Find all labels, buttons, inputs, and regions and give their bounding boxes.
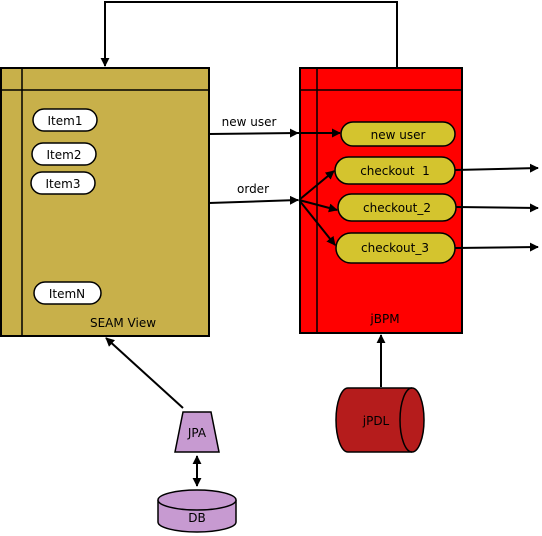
order-to-checkout-3 — [298, 199, 336, 246]
seam-view-label: SEAM View — [90, 316, 156, 330]
seam-item-2-label: Item2 — [47, 148, 82, 162]
jpdl-label: jPDL — [362, 414, 390, 428]
new-user-edge — [208, 128, 299, 138]
order-to-checkout-2 — [298, 199, 338, 213]
new-user-edge-label: new user — [222, 115, 277, 129]
seam-item-1-label: Item1 — [48, 114, 83, 128]
seam-item-3[interactable]: Item3 — [30, 171, 96, 195]
seam-view-panel: SEAM View — [0, 67, 210, 337]
checkout-1-out-edge — [454, 163, 539, 173]
jbpm-node-checkout-1-label: checkout 1 — [360, 164, 430, 178]
jbpm-node-new-user[interactable]: new user — [340, 121, 456, 147]
jbpm-node-checkout-2-label: checkout_2 — [363, 201, 431, 215]
order-edge — [208, 195, 299, 205]
jbpm-node-checkout-2[interactable]: checkout_2 — [337, 193, 457, 222]
jpa-label: JPA — [187, 426, 207, 440]
seam-item-1[interactable]: Item1 — [32, 108, 98, 132]
seam-item-n-label: ItemN — [49, 287, 85, 301]
order-to-checkout-1 — [298, 170, 335, 201]
jbpm-node-new-user-label: new user — [371, 128, 426, 142]
jpa-to-seam-edge — [105, 337, 184, 409]
seam-item-n[interactable]: ItemN — [33, 281, 102, 305]
db-label: DB — [188, 511, 205, 525]
order-edge-label: order — [237, 182, 269, 196]
db-cylinder[interactable]: DB — [157, 489, 237, 533]
jbpm-node-checkout-1[interactable]: checkout 1 — [334, 156, 456, 185]
seam-item-3-label: Item3 — [46, 177, 81, 191]
jpdl-cylinder[interactable]: jPDL — [335, 387, 425, 453]
seam-item-2[interactable]: Item2 — [31, 142, 97, 166]
jbpm-node-checkout-3-label: checkout_3 — [361, 241, 429, 255]
loop-connector — [100, 1, 398, 122]
jbpm-node-checkout-3[interactable]: checkout_3 — [335, 232, 456, 264]
checkout-2-out-edge — [455, 203, 539, 213]
checkout-3-out-edge — [454, 242, 539, 252]
jpa-node[interactable]: JPA — [174, 411, 220, 453]
jbpm-label: jBPM — [369, 312, 399, 326]
